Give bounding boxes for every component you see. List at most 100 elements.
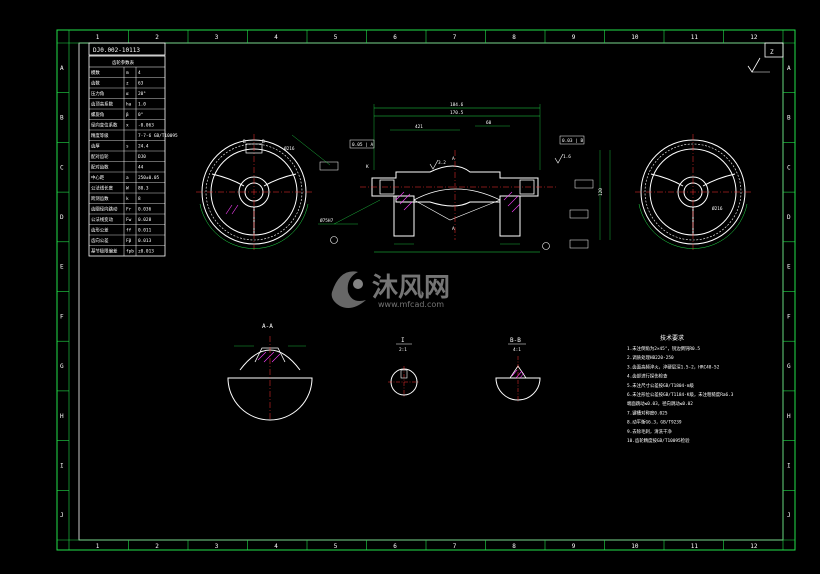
row-letter: E [787,264,791,271]
label-b-right: B [262,139,265,145]
tech-requirement-line: 7.键槽对称度0.025 [627,409,668,416]
row-letter: D [60,214,64,221]
watermark-cn: 沐风网 [372,273,450,303]
column-number: 1 [96,543,100,550]
row-letter: G [787,363,791,370]
row-letter: H [787,413,791,420]
roughness-1: 3.2 [438,160,446,166]
column-number: 7 [453,543,457,550]
tolerance-frame-2: 0.03 | B [562,138,584,144]
param-name: 齿顶高系数 [91,100,114,107]
detail-i-view: I 2:1 [388,337,420,398]
tech-requirement-line: 9.去除毛刺，清洗干净 [627,428,672,435]
param-name: 配对齿轮 [91,153,109,160]
row-letter: C [60,164,64,171]
right-end-view: Ø216 [635,134,751,250]
row-letter: G [60,363,64,370]
left-end-view: B B Ø216 [196,134,312,250]
row-letter: F [60,313,64,320]
param-value: 250±0.05 [138,175,160,181]
param-symbol: fpb [126,248,134,254]
tech-requirement-line: 2.调质处理HB220-250 [627,354,674,361]
tech-requirement-line: 4.齿部进行探伤检查 [627,373,668,380]
param-value: 7-7-6 GB/T10095 [138,133,178,139]
param-value: 80.3 [138,185,149,191]
tech-requirement-line: 8.动平衡G6.3，GB/T9239 [627,419,682,426]
param-value: 1.0 [138,101,146,107]
column-number: 3 [215,543,219,550]
column-number: 12 [750,543,758,550]
row-letter: B [60,115,64,122]
watermark-url: www.mfcad.com [378,300,444,309]
tech-requirements: 技术要求 1.未注倒角为2×45°，锐边倒钝R0.52.调质处理HB220-25… [627,334,734,444]
row-letter: F [787,313,791,320]
param-name: 中心距 [91,174,105,181]
param-name: 螺旋角 [91,111,104,118]
left-diameter: Ø216 [284,145,295,152]
param-symbol: ff [126,227,132,233]
tech-requirement-line: 3.齿面高频淬火，淬硬层深1.5-2，HRC48-52 [627,363,720,370]
row-letter: H [60,413,64,420]
row-letter: I [787,462,791,469]
section-a-top: A [452,156,455,162]
row-letter: D [787,214,791,221]
roughness-symbol-icon [747,57,770,73]
param-symbol: Fw [126,217,132,223]
column-number: 7 [453,34,457,41]
param-symbol: k [126,196,129,202]
watermark-logo-icon [331,271,366,308]
param-value: 0° [138,112,143,118]
column-number: 2 [155,543,159,550]
param-name: 齿厚 [91,143,100,149]
param-name: 模数 [91,69,100,76]
param-name: 齿形公差 [91,226,109,233]
param-symbol: β [126,112,129,118]
tech-requirement-line: 端面跳动≤0.03，径向跳动≤0.02 [627,400,693,407]
column-number: 1 [96,34,100,41]
column-number: 8 [512,543,516,550]
param-value: DJ0 [138,154,146,160]
overall-dimension: 184.6 [450,102,464,108]
row-letter: C [787,164,791,171]
column-number: 11 [691,543,699,550]
column-number: 12 [750,34,758,41]
column-number: 10 [631,543,639,550]
spacing-dimension: 421 [415,124,423,130]
column-number: 11 [691,34,699,41]
row-letter: E [60,264,64,271]
section-bb-scale: 4:1 [513,347,521,353]
row-letter: A [60,65,64,72]
param-name: 齿数 [91,79,100,86]
param-name: 齿向公差 [91,237,109,244]
label-k: K [366,164,369,170]
param-symbol: x [126,123,129,128]
param-name: 公法线变动 [91,216,114,223]
param-value: 0.011 [138,227,152,233]
param-symbol: z [126,81,129,86]
corner-mark-box: Z [764,42,784,58]
column-number: 9 [572,34,576,41]
watermark: 沐风网 www.mfcad.com [331,271,450,309]
column-number: 4 [274,543,278,550]
param-value: 44 [138,164,144,170]
column-number: 5 [334,543,338,550]
column-number: 3 [215,34,219,41]
column-number: 4 [274,34,278,41]
param-name: 径向变位系数 [91,121,118,128]
section-aa-view: A-A [227,323,313,421]
param-symbol: W [126,185,129,191]
param-symbol: m [126,71,129,76]
param-value: ±0.013 [138,248,154,254]
param-symbol: a [126,176,129,181]
section-bb-label: B-B [510,337,521,344]
roughness-2: 1.6 [563,154,571,160]
param-value: -0.063 [138,122,154,128]
params-table-title: 齿轮参数表 [112,59,135,66]
tolerance-frame-1: 0.05 | A [352,142,374,148]
param-value: 8 [138,196,141,202]
